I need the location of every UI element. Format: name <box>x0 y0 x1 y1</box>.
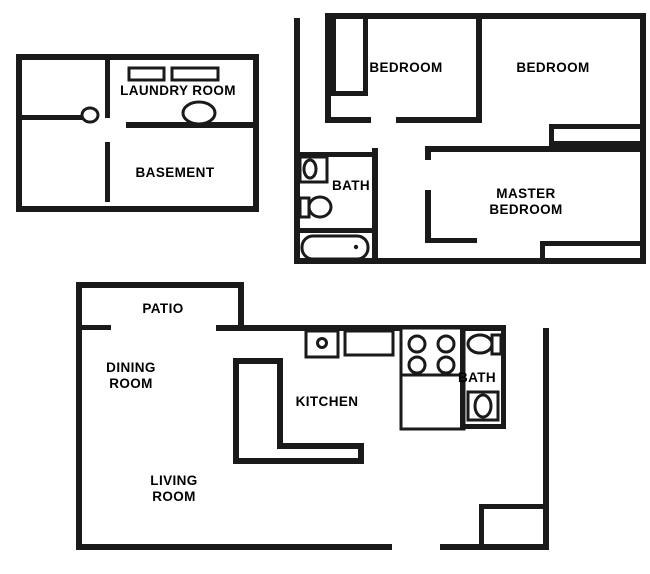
basement-outer-walls <box>16 54 259 212</box>
upper-left-exterior-wall <box>294 18 300 264</box>
room-label-master-bedroom: MASTER BEDROOM <box>489 186 563 217</box>
bathtub-drain-icon <box>353 244 359 250</box>
stove-burners <box>407 334 456 375</box>
patio-south-wall <box>76 325 111 330</box>
upper-bath-fixtures <box>298 155 370 261</box>
main-level <box>76 282 549 550</box>
toilet-icon <box>307 195 333 219</box>
refrigerator-icon <box>399 373 466 431</box>
room-label-bath-main: BATH <box>457 370 497 385</box>
laundry-fixtures <box>127 66 220 126</box>
toilet-tank <box>490 333 503 356</box>
bathtub-icon <box>300 234 370 261</box>
room-label-bath-upper: BATH <box>331 178 371 193</box>
washer-icon <box>127 66 166 82</box>
room-label-basement: BASEMENT <box>135 165 215 180</box>
room-label-living-room: LIVING ROOM <box>150 473 198 504</box>
room-label-kitchen: KITCHEN <box>295 394 359 409</box>
dryer-icon <box>170 66 220 82</box>
basement-partitions <box>22 54 259 202</box>
room-label-dining-room: DINING ROOM <box>106 360 156 391</box>
toilet-icon <box>466 333 494 355</box>
living-room-closet <box>479 504 545 546</box>
main-bath-walls <box>460 328 506 429</box>
room-label-bedroom-right: BEDROOM <box>516 60 590 75</box>
kitchen-counters <box>304 329 395 359</box>
upper-bath-walls <box>300 148 378 264</box>
counter-icon <box>343 329 395 357</box>
basement-level <box>16 54 259 212</box>
room-label-laundry-room: LAUNDRY ROOM <box>120 83 236 98</box>
bedrooms-south-wall <box>325 117 482 123</box>
bedroom-divider-wall <box>476 13 482 123</box>
room-label-bedroom-left: BEDROOM <box>369 60 443 75</box>
main-bath-fixtures <box>466 333 503 422</box>
upper-level <box>294 13 646 264</box>
bedroom-right-closet <box>549 124 641 146</box>
master-bedroom-walls <box>425 146 641 243</box>
main-outer-walls <box>76 282 549 550</box>
bedroom-left-closet <box>331 19 368 96</box>
laundry-sink-icon <box>181 100 217 126</box>
kitchen-sink-drain-icon <box>316 337 328 349</box>
room-label-patio: PATIO <box>142 301 184 316</box>
upper-outer-walls <box>300 13 646 264</box>
sink-icon <box>302 158 318 180</box>
sink-icon <box>473 393 493 419</box>
kitchen-peninsula-icon <box>233 358 364 464</box>
master-closet-bottom <box>540 241 641 261</box>
floor-drain-icon <box>80 106 100 124</box>
